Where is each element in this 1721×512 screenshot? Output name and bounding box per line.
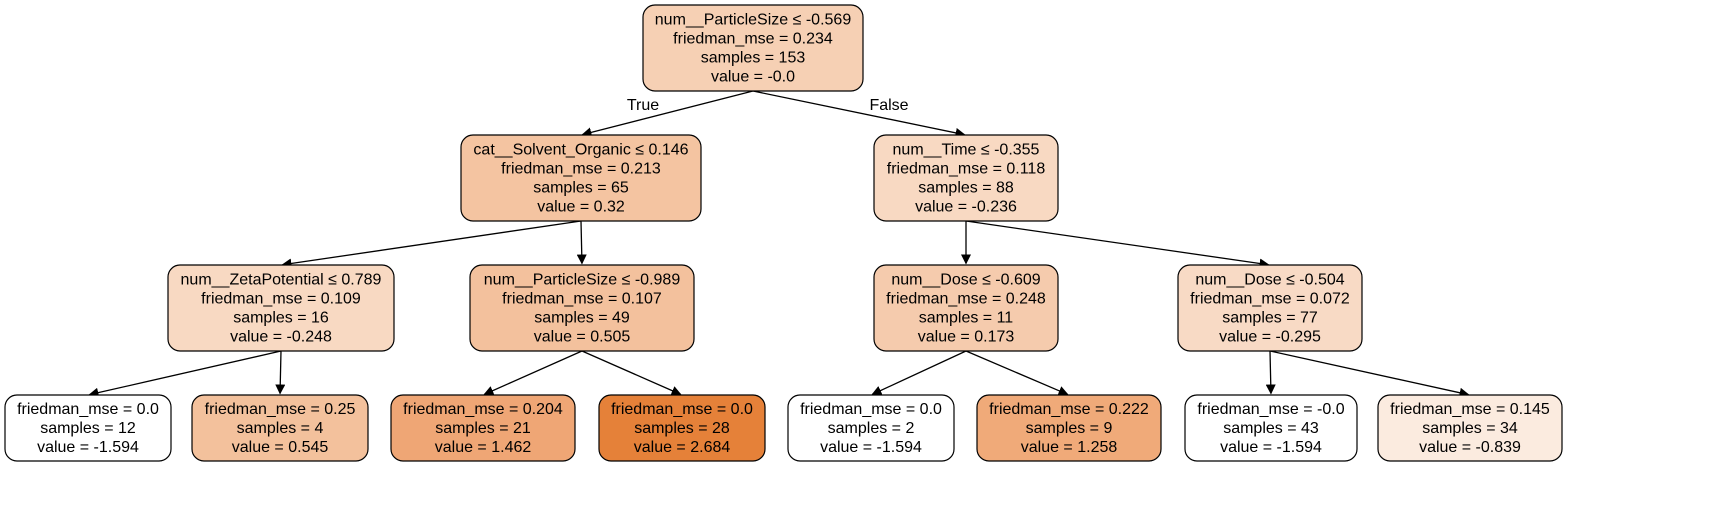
node-line: value = 0.32 <box>537 199 625 216</box>
node-line: value = 1.462 <box>435 439 532 456</box>
tree-node-n0: num__ParticleSize ≤ -0.569 friedman_mse =… <box>642 4 864 92</box>
node-line: num__ParticleSize ≤ -0.569 <box>655 12 852 29</box>
tree-node-n10: friedman_mse = 0.0 samples = 28 value = 2.… <box>598 394 766 462</box>
tree-node-n7: friedman_mse = 0.0 samples = 12 value = -1… <box>4 394 172 462</box>
tree-node-n9: friedman_mse = 0.204 samples = 21 value = … <box>390 394 576 462</box>
node-line: num__ZetaPotential ≤ 0.789 <box>181 272 382 289</box>
node-line: friedman_mse = 0.107 <box>502 291 662 308</box>
tree-edge-n3-n8 <box>275 350 286 395</box>
node-box <box>976 394 1162 462</box>
node-line: samples = 21 <box>435 420 531 437</box>
tree-edge-n6-n13 <box>1265 350 1276 395</box>
node-line: value = 0.545 <box>232 439 329 456</box>
node-line: samples = 4 <box>237 420 324 437</box>
node-line: friedman_mse = 0.0 <box>17 401 159 418</box>
node-line: value = 0.173 <box>918 329 1015 346</box>
tree-node-n11: friedman_mse = 0.0 samples = 2 value = -1.… <box>787 394 955 462</box>
node-line: samples = 34 <box>1422 420 1518 437</box>
tree-edge-n0-n2 <box>752 90 966 138</box>
edge-label-true: True <box>627 97 659 114</box>
node-line: samples = 16 <box>233 310 329 327</box>
node-line: value = -0.839 <box>1419 439 1521 456</box>
node-box <box>460 134 702 222</box>
node-line: friedman_mse = 0.0 <box>611 401 753 418</box>
node-line: friedman_mse = 0.072 <box>1190 291 1350 308</box>
tree-edge-n1-n3 <box>281 220 582 269</box>
node-box <box>1177 264 1363 352</box>
node-line: samples = 28 <box>634 420 730 437</box>
tree-node-n6: num__Dose ≤ -0.504 friedman_mse = 0.072 sa… <box>1177 264 1363 352</box>
tree-node-n14: friedman_mse = 0.145 samples = 34 value = … <box>1377 394 1563 462</box>
node-line: value = -0.0 <box>711 69 795 86</box>
node-line: num__Dose ≤ -0.504 <box>1195 272 1344 289</box>
node-line: value = 0.505 <box>534 329 631 346</box>
node-box <box>873 134 1059 222</box>
node-line: value = 1.258 <box>1021 439 1118 456</box>
node-box <box>1377 394 1563 462</box>
node-line: samples = 65 <box>533 180 629 197</box>
node-line: friedman_mse = 0.25 <box>205 401 356 418</box>
node-line: friedman_mse = 0.145 <box>1390 401 1550 418</box>
node-line: num__ParticleSize ≤ -0.989 <box>484 272 681 289</box>
node-line: friedman_mse = 0.204 <box>403 401 563 418</box>
node-line: samples = 9 <box>1026 420 1113 437</box>
tree-edge-n6-n14 <box>1269 350 1470 398</box>
edge-label-false: False <box>869 97 908 114</box>
node-line: friedman_mse = 0.222 <box>989 401 1149 418</box>
node-box <box>787 394 955 462</box>
node-box <box>598 394 766 462</box>
node-line: value = -1.594 <box>37 439 139 456</box>
node-line: friedman_mse = 0.0 <box>800 401 942 418</box>
node-line: samples = 43 <box>1223 420 1319 437</box>
tree-node-n4: num__ParticleSize ≤ -0.989 friedman_mse =… <box>469 264 695 352</box>
tree-node-n12: friedman_mse = 0.222 samples = 9 value = 1… <box>976 394 1162 462</box>
node-line: value = -0.295 <box>1219 329 1321 346</box>
tree-edge-n4-n9 <box>483 350 583 396</box>
node-box <box>167 264 395 352</box>
tree-edge-n3-n7 <box>88 350 282 398</box>
node-line: samples = 49 <box>534 310 630 327</box>
node-line: value = -0.248 <box>230 329 332 346</box>
tree-edge-n1-n4 <box>576 220 587 265</box>
node-line: value = -0.236 <box>915 199 1017 216</box>
node-line: friedman_mse = 0.109 <box>201 291 361 308</box>
tree-node-n5: num__Dose ≤ -0.609 friedman_mse = 0.248 sa… <box>873 264 1059 352</box>
node-line: samples = 77 <box>1222 310 1318 327</box>
node-box <box>469 264 695 352</box>
node-line: samples = 153 <box>701 50 806 67</box>
node-line: friedman_mse = 0.213 <box>501 161 661 178</box>
node-box <box>390 394 576 462</box>
node-line: value = 2.684 <box>634 439 731 456</box>
node-line: samples = 88 <box>918 180 1014 197</box>
tree-node-n3: num__ZetaPotential ≤ 0.789 friedman_mse =… <box>167 264 395 352</box>
node-box <box>4 394 172 462</box>
tree-node-n2: num__Time ≤ -0.355 friedman_mse = 0.118 sa… <box>873 134 1059 222</box>
node-line: friedman_mse = 0.234 <box>673 31 833 48</box>
node-line: value = -1.594 <box>820 439 922 456</box>
tree-edge-n5-n12 <box>965 350 1069 396</box>
node-line: cat__Solvent_Organic ≤ 0.146 <box>473 142 688 159</box>
node-line: friedman_mse = 0.118 <box>887 161 1046 178</box>
node-box <box>873 264 1059 352</box>
node-line: friedman_mse = -0.0 <box>1197 401 1344 418</box>
tree-edge-n0-n1 <box>581 90 754 138</box>
node-line: samples = 2 <box>828 420 915 437</box>
node-line: samples = 12 <box>40 420 136 437</box>
node-box <box>191 394 369 462</box>
tree-edge-n2-n6 <box>965 220 1270 269</box>
tree-node-n13: friedman_mse = -0.0 samples = 43 value = -… <box>1184 394 1358 462</box>
tree-edge-n5-n11 <box>871 350 967 396</box>
node-line: samples = 11 <box>919 310 1014 327</box>
tree-edge-n4-n10 <box>581 350 682 396</box>
node-line: num__Time ≤ -0.355 <box>893 142 1040 159</box>
node-box <box>1184 394 1358 462</box>
node-line: num__Dose ≤ -0.609 <box>891 272 1040 289</box>
node-box <box>642 4 864 92</box>
tree-node-n1: cat__Solvent_Organic ≤ 0.146 friedman_mse… <box>460 134 702 222</box>
node-line: value = -1.594 <box>1220 439 1322 456</box>
node-line: friedman_mse = 0.248 <box>886 291 1046 308</box>
tree-node-n8: friedman_mse = 0.25 samples = 4 value = 0.… <box>191 394 369 462</box>
